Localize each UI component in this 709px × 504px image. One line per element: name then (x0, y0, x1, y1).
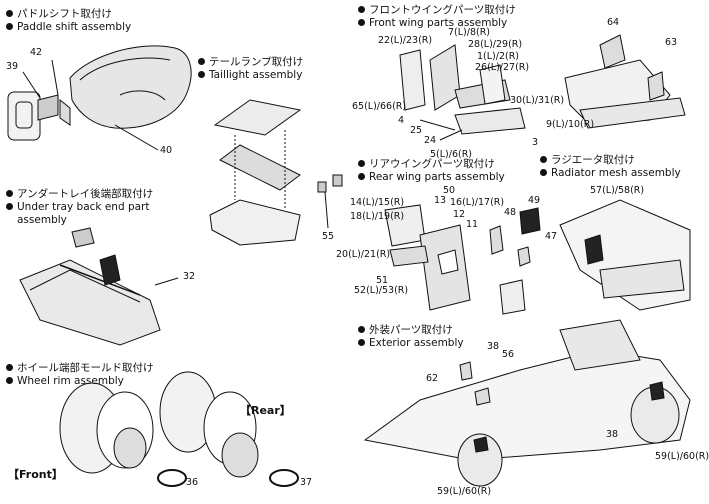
part-label: 9(L)/10(R) (546, 119, 595, 130)
nose-wing-drawing (564, 34, 686, 129)
part-label: 48 (504, 207, 517, 218)
radiator-drawing (559, 199, 691, 311)
part-label: 57(L)/58(R) (590, 185, 645, 196)
part-label: 32 (183, 271, 196, 282)
part-label: 59(L)/60(R) (655, 451, 709, 462)
part-label: 14(L)/15(R) (350, 197, 405, 208)
bullet-icon (6, 203, 13, 210)
rear-wing-title: リアウイングパーツ取付け Rear wing parts assembly (358, 158, 505, 184)
bullet-icon (6, 377, 13, 384)
part-label: 30(L)/31(R) (510, 95, 565, 106)
bullet-icon (540, 169, 547, 176)
rear-wing-drawing (384, 204, 541, 315)
part-label: 64 (607, 17, 620, 28)
part-label: 3 (532, 137, 539, 148)
part-label: 37 (300, 477, 313, 488)
bullet-icon (6, 10, 13, 17)
front-wing-title-en: Front wing parts assembly (369, 17, 508, 29)
taillight-title-en: Taillight assembly (209, 69, 303, 81)
radiator-title-en: Radiator mesh assembly (551, 167, 681, 179)
part-label: 36 (186, 477, 199, 488)
front-wing-drawing (399, 44, 526, 141)
taillight-title: テールランプ取付け Taillight assembly (198, 56, 303, 82)
part-label: 55 (322, 231, 335, 242)
part-label: 5(L)/6(R) (430, 149, 473, 160)
taillight-drawing (209, 99, 343, 246)
part-label: 22(L)/23(R) (378, 35, 433, 46)
part-label: 40 (160, 145, 173, 156)
wheel-rim-title-jp: ホイール端部モールド取付け (17, 362, 154, 374)
rear-wing-title-en: Rear wing parts assembly (369, 171, 505, 183)
part-label: 18(L)/19(R) (350, 211, 405, 222)
part-label: 65(L)/66(R) (352, 101, 407, 112)
part-label: 42 (30, 47, 43, 58)
part-label: 1(L)/2(R) (477, 51, 520, 62)
under-tray-title: アンダートレイ後端部取付け Under tray back end part a… (6, 188, 153, 227)
front-wing-title-jp: フロントウイングパーツ取付け (369, 4, 516, 16)
bullet-icon (358, 19, 365, 26)
paddle-shift-drawing (7, 45, 192, 151)
part-label: 51 (376, 275, 389, 286)
part-label: 56 (502, 349, 515, 360)
bullet-icon (6, 23, 13, 30)
exterior-title-en: Exterior assembly (369, 337, 464, 349)
part-label: 47 (545, 231, 558, 242)
under-tray-title-jp: アンダートレイ後端部取付け (17, 188, 154, 200)
exterior-title: 外装パーツ取付け Exterior assembly (358, 324, 464, 350)
part-label: 28(L)/29(R) (468, 39, 523, 50)
under-tray-title-en2: assembly (17, 214, 67, 226)
part-label: 63 (665, 37, 678, 48)
part-label: 59(L)/60(R) (437, 486, 492, 497)
part-label: 20(L)/21(R) (336, 249, 391, 260)
under-tray-title-en: Under tray back end part (17, 201, 150, 213)
part-label: 39 (6, 61, 19, 72)
taillight-title-jp: テールランプ取付け (209, 56, 304, 68)
bullet-icon (358, 173, 365, 180)
paddle-shift-title-jp: パドルシフト取付け (17, 8, 112, 20)
under-tray-drawing (19, 227, 179, 346)
part-label: 7(L)/8(R) (448, 27, 491, 38)
bullet-icon (358, 160, 365, 167)
part-label: 52(L)/53(R) (354, 285, 409, 296)
wheel-drawing (59, 371, 299, 487)
front-tag: 【Front】 (8, 468, 63, 481)
part-label: 11 (466, 219, 479, 230)
exterior-title-jp: 外装パーツ取付け (369, 324, 453, 336)
part-label: 16(L)/17(R) (450, 197, 505, 208)
bullet-icon (358, 339, 365, 346)
part-label: 50 (443, 185, 456, 196)
bullet-icon (6, 190, 13, 197)
front-wing-title: フロントウイングパーツ取付け Front wing parts assembly (358, 4, 516, 30)
paddle-shift-title: パドルシフト取付け Paddle shift assembly (6, 8, 131, 34)
part-label: 4 (398, 115, 405, 126)
radiator-title-jp: ラジエータ取付け (551, 154, 635, 166)
car-drawing (363, 319, 691, 487)
wheel-rim-title-en: Wheel rim assembly (17, 375, 124, 387)
part-label: 12 (453, 209, 466, 220)
part-label: 49 (528, 195, 541, 206)
part-label: 38 (487, 341, 500, 352)
paddle-shift-title-en: Paddle shift assembly (17, 21, 132, 33)
wheel-rim-title: ホイール端部モールド取付け Wheel rim assembly (6, 362, 154, 388)
bullet-icon (6, 364, 13, 371)
rear-tag: 【Rear】 (240, 404, 291, 417)
part-label: 38 (606, 429, 619, 440)
rear-wing-title-jp: リアウイングパーツ取付け (369, 158, 495, 170)
part-label: 62 (426, 373, 439, 384)
bullet-icon (198, 71, 205, 78)
radiator-title: ラジエータ取付け Radiator mesh assembly (540, 154, 681, 180)
part-label: 26(L)/27(R) (475, 62, 530, 73)
part-label: 25 (410, 125, 423, 136)
part-label: 13 (434, 195, 447, 206)
bullet-icon (358, 6, 365, 13)
bullet-icon (540, 156, 547, 163)
part-label: 24 (424, 135, 437, 146)
bullet-icon (358, 326, 365, 333)
bullet-icon (198, 58, 205, 65)
